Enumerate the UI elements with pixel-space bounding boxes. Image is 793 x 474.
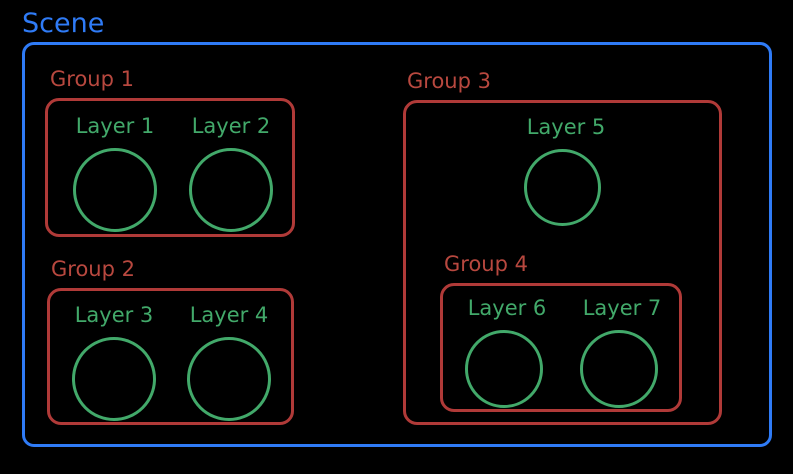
- group-3-label: Group 3: [407, 69, 491, 93]
- layer-1-circle[interactable]: [73, 148, 157, 232]
- scene-label: Scene: [22, 8, 105, 39]
- layer-3-circle[interactable]: [72, 337, 156, 421]
- layer-7-circle[interactable]: [580, 330, 658, 408]
- layer-6-label: Layer 6: [467, 296, 547, 320]
- group-4-label: Group 4: [444, 252, 528, 276]
- layer-4-label: Layer 4: [189, 303, 269, 327]
- scene-box[interactable]: [22, 42, 772, 447]
- layer-1-label: Layer 1: [75, 114, 155, 138]
- layer-3-label: Layer 3: [74, 303, 154, 327]
- group-4-box[interactable]: [440, 283, 682, 412]
- group-3-box[interactable]: [403, 100, 722, 425]
- layer-6-circle[interactable]: [465, 330, 543, 408]
- layer-4-circle[interactable]: [187, 337, 271, 421]
- layer-2-label: Layer 2: [191, 114, 271, 138]
- group-1-label: Group 1: [50, 67, 134, 91]
- group-2-box[interactable]: [47, 288, 294, 425]
- layer-7-label: Layer 7: [582, 296, 662, 320]
- group-2-label: Group 2: [51, 257, 135, 281]
- group-1-box[interactable]: [45, 98, 295, 237]
- layer-5-label: Layer 5: [526, 115, 606, 139]
- layer-5-circle[interactable]: [524, 149, 601, 226]
- layer-2-circle[interactable]: [189, 148, 273, 232]
